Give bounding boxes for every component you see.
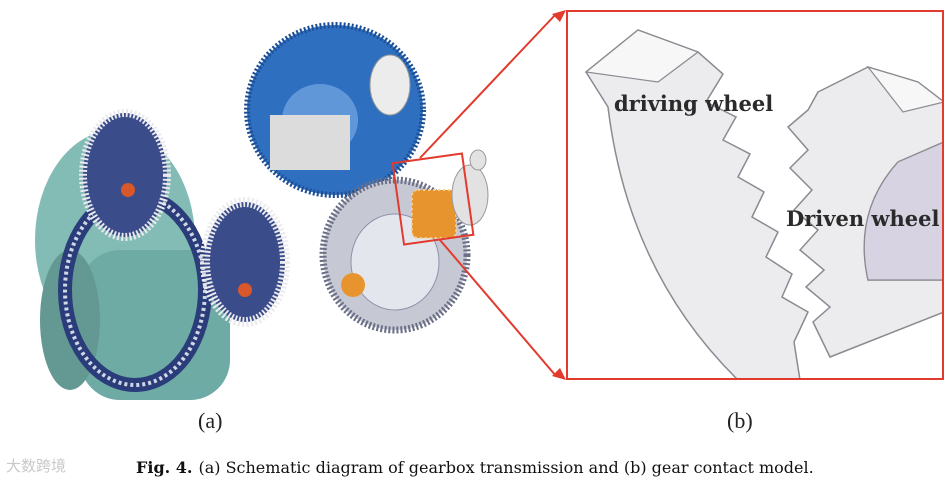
figure-caption: Fig. 4. (a) Schematic diagram of gearbox … bbox=[136, 458, 814, 477]
large-blue-gear bbox=[247, 25, 423, 195]
watermark: 大数跨境 bbox=[6, 455, 66, 476]
driving-wheel-label: driving wheel bbox=[614, 91, 773, 116]
upper-left-gear bbox=[83, 113, 167, 237]
driving-wheel-shape bbox=[586, 30, 808, 380]
driven-wheel-label: Driven wheel bbox=[786, 206, 939, 231]
figure-number: Fig. 4. bbox=[136, 458, 192, 477]
gear-contact-model-panel bbox=[566, 10, 944, 380]
watermark-text: 大数跨境 bbox=[6, 457, 66, 475]
gearbox-schematic-panel bbox=[20, 0, 500, 400]
gear-teeth-illustration bbox=[568, 12, 944, 380]
caption-text: (a) Schematic diagram of gearbox transmi… bbox=[198, 458, 813, 477]
orange-pinion bbox=[412, 150, 488, 238]
panel-a-label: (a) bbox=[198, 408, 222, 434]
gearbox-illustration bbox=[20, 0, 500, 400]
panel-b-label: (b) bbox=[727, 408, 753, 434]
center-gear bbox=[205, 202, 285, 322]
